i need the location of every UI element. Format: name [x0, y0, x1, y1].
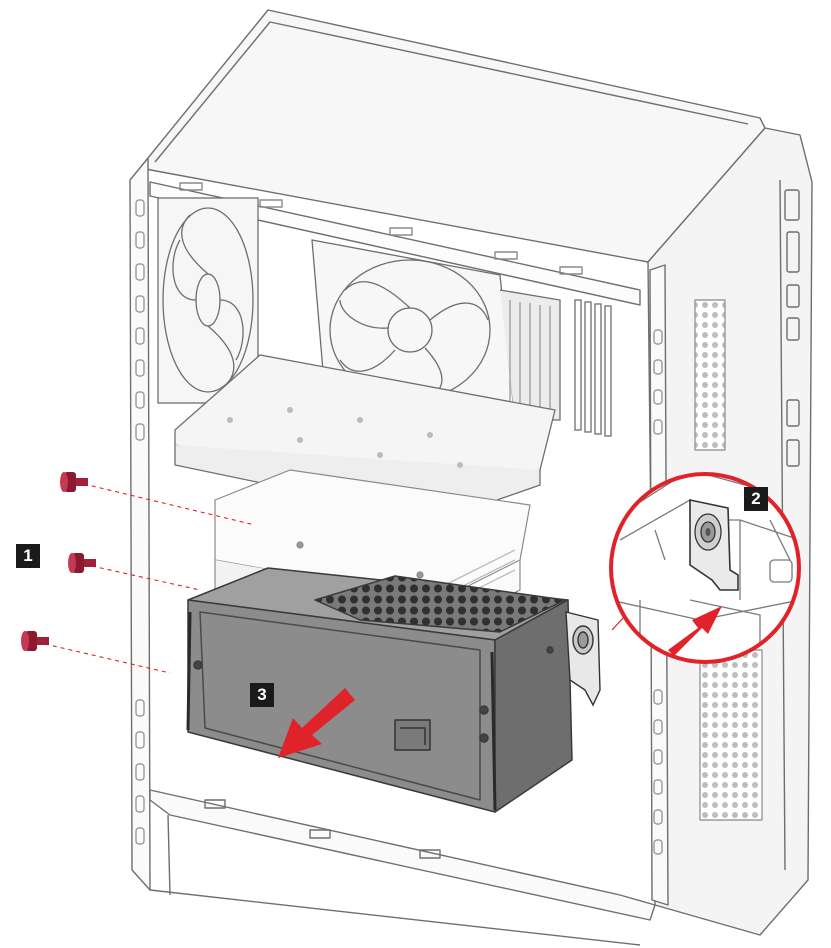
- memory-slots: [574, 299, 612, 437]
- chassis-base: [149, 789, 656, 921]
- callout-leaders: [611, 615, 626, 631]
- latch-icon: [565, 611, 601, 707]
- rear-fan: [157, 197, 259, 404]
- screw-top: [60, 472, 88, 492]
- psu-connector: [394, 719, 431, 751]
- screw-icon: [21, 472, 96, 651]
- top-rail: [149, 181, 641, 306]
- front-vent-upper: [694, 299, 726, 451]
- step-1-badge: 1: [16, 544, 40, 568]
- screw-bottom: [21, 631, 49, 651]
- callout-ring: [609, 472, 801, 664]
- screw-middle: [68, 553, 96, 573]
- push-arrow-icon: [668, 606, 722, 656]
- psu-vent: [314, 575, 566, 633]
- step-3-badge: 3: [250, 683, 274, 707]
- front-io-ports: [784, 189, 800, 467]
- arrow-icon: [278, 688, 355, 758]
- rear-frame-slots: [135, 199, 145, 845]
- screw-guide-lines: [44, 483, 256, 674]
- power-supply: [186, 567, 573, 813]
- front-vent-lower: [699, 649, 763, 821]
- latch-detail-callout: [609, 472, 801, 664]
- step-2-badge: 2: [744, 487, 768, 511]
